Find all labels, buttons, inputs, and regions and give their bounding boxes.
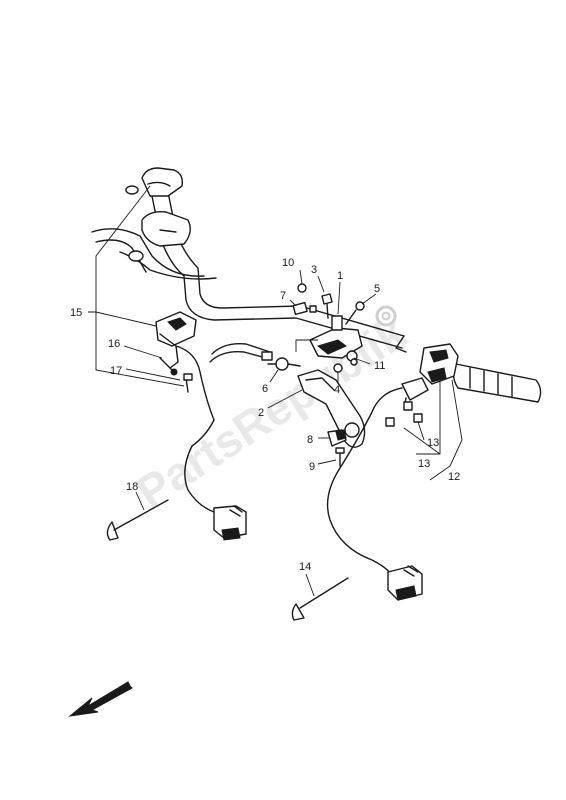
callout-12: 12: [448, 471, 460, 483]
screw-9: [335, 447, 345, 467]
left-connector: [213, 505, 247, 541]
callout-14: 14: [299, 561, 311, 573]
callout-labels: 1 2 3 4 5 6 7 8 9 10 11 12 13 13 14 15 1…: [70, 257, 460, 573]
bolt-5: [345, 301, 365, 325]
callout-6: 6: [262, 383, 268, 395]
handlebar: [91, 181, 405, 349]
arrow-down-left-icon: [68, 681, 133, 717]
right-cable: [326, 387, 403, 577]
lever-holder: [309, 315, 363, 362]
right-connector: [387, 565, 423, 601]
switch-8: [327, 429, 347, 447]
callout-13b: 13: [418, 458, 430, 470]
handlebar-clamp: [125, 167, 191, 262]
collar-7: [292, 301, 317, 316]
nut-4: [333, 358, 358, 373]
bolt-3: [321, 293, 333, 319]
screw-16: [159, 357, 178, 376]
callout-8: 8: [307, 434, 313, 446]
callout-5: 5: [374, 283, 380, 295]
callout-11: 11: [374, 360, 385, 372]
cable-tie-14: [291, 577, 349, 621]
callout-15: 15: [70, 307, 82, 319]
leader-lines: [88, 185, 463, 597]
clutch-cable: [209, 343, 273, 363]
screw-17: [183, 373, 193, 393]
right-switch-assembly: [401, 343, 459, 409]
callout-16: 16: [108, 338, 120, 350]
left-switch-assembly: [155, 311, 215, 513]
callout-13a: 13: [427, 437, 439, 449]
callout-9: 9: [309, 461, 315, 473]
nut-10: [297, 283, 307, 293]
callout-3: 3: [311, 264, 317, 276]
callout-1: 1: [337, 270, 343, 282]
callout-18: 18: [126, 481, 138, 493]
cable-tie-18: [106, 499, 169, 541]
callout-10: 10: [282, 257, 294, 269]
callout-17: 17: [110, 365, 122, 377]
callout-2: 2: [258, 407, 264, 419]
gear-icon: [375, 305, 397, 327]
adjuster-6: [267, 357, 301, 371]
screw-13: [385, 401, 423, 427]
callout-7: 7: [280, 290, 286, 302]
callout-4: 4: [334, 384, 340, 396]
